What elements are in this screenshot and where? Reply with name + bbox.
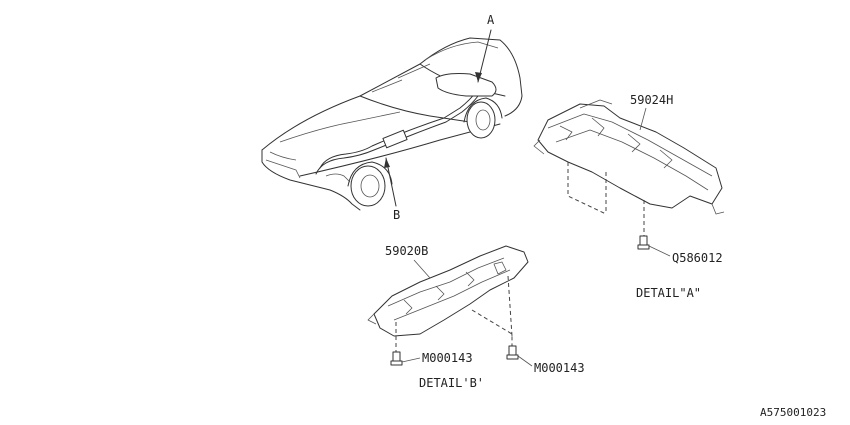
bolt-m000143-left	[390, 351, 403, 366]
callout-b-label: B	[393, 208, 400, 222]
detail-b-caption: DETAIL'B'	[419, 376, 484, 390]
figure-id: A575001023	[760, 406, 826, 419]
bolt-b-right-label: M000143	[534, 361, 585, 375]
callout-a-arrowhead	[475, 72, 482, 82]
bolt-q586012	[637, 235, 650, 250]
car-illustration: A B	[261, 13, 523, 222]
heat-shield-lower-label: 59020B	[385, 244, 428, 258]
heat-shield-upper-label: 59024H	[630, 93, 673, 107]
callout-a-label: A	[487, 13, 495, 27]
bolt-a-label: Q586012	[672, 251, 723, 265]
bolt-b-left-label: M000143	[422, 351, 473, 365]
detail-b-heat-shield: M000143 M000143 59020B DETAIL'B'	[367, 244, 585, 390]
detail-a-heat-shield: Q586012 59024H DETAIL"A"	[533, 93, 725, 300]
callout-b-arrowhead	[384, 158, 390, 168]
bolt-m000143-right	[506, 345, 519, 360]
detail-a-caption: DETAIL"A"	[636, 286, 701, 300]
